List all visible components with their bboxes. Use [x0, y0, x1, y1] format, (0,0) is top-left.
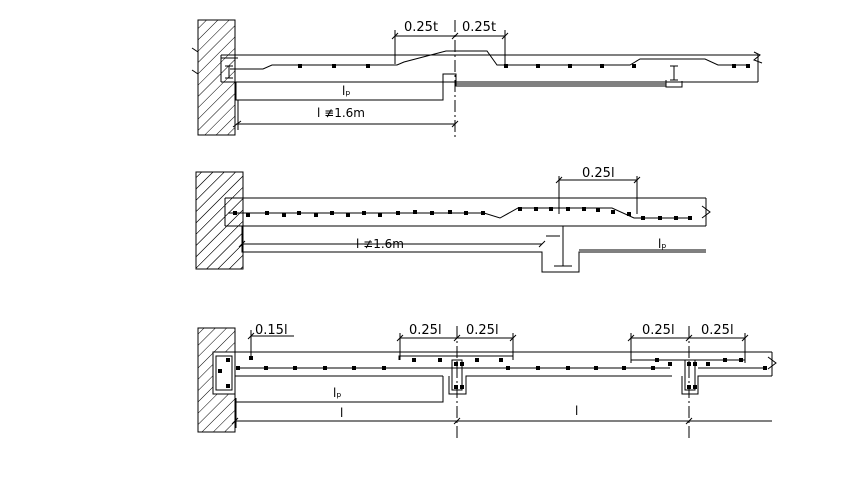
diagram-top: [191, 19, 763, 138]
bottom-lp-label: lₚ: [333, 386, 341, 400]
rebar-dots-bottom: [218, 356, 767, 389]
top-span-label: l ≢1.6m: [317, 106, 365, 120]
dimension-bottom-015l: [247, 330, 294, 360]
dimension-bottom-b: [627, 326, 749, 438]
bottom-dim-b1-label: 0.25l: [642, 323, 675, 338]
dimension-bottom-span: [231, 398, 772, 428]
slab-bottom: [213, 351, 777, 403]
bottom-span1-label: l: [340, 406, 343, 420]
middle-dim-label: 0.25l: [582, 166, 615, 181]
bottom-dim-a2-label: 0.25l: [466, 323, 499, 338]
dimension-middle-025l: [555, 176, 641, 214]
slab-top: [220, 51, 763, 101]
beam-stirrup-2: [684, 359, 696, 391]
top-dim-right-label: 0.25t: [462, 20, 496, 35]
wall-bottom: [197, 327, 236, 433]
i-beam-right: [670, 65, 678, 81]
middle-lp-label: lₚ: [658, 237, 666, 251]
i-beam-middle: [546, 225, 572, 267]
rebar-top: [230, 50, 750, 70]
bottom-dim-wall-label: 0.15l: [255, 323, 288, 338]
top-dim-left-label: 0.25t: [404, 20, 438, 35]
dimension-top-span: [232, 100, 459, 130]
bottom-dim-b2-label: 0.25l: [701, 323, 734, 338]
i-beam-left: [225, 65, 233, 79]
dimension-bottom-a: [396, 326, 517, 438]
bottom-dim-a1-label: 0.25l: [409, 323, 442, 338]
rebar-dots-top: [298, 64, 750, 68]
dimension-top-025t: [391, 20, 509, 138]
middle-span-label: l ≢1.6m: [356, 237, 404, 251]
slab-middle: [224, 197, 711, 273]
dimension-middle-span: [238, 240, 706, 251]
wall-middle: [195, 171, 244, 270]
top-lp-label: lₚ: [342, 84, 350, 98]
rebar-dots-middle: [233, 207, 692, 220]
diagram-bottom: [197, 326, 777, 438]
bottom-span2-label: l: [575, 404, 578, 418]
diagram-middle: [195, 171, 711, 273]
